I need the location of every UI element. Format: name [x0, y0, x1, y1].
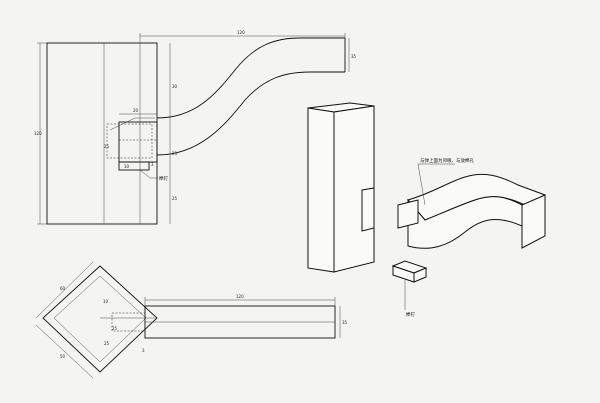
dim-line-diag-lower: [35, 324, 94, 379]
diamond-inner: [53, 275, 147, 363]
peg-leader: [139, 169, 158, 179]
post-mortise: [361, 187, 375, 232]
joint-chamfer: [109, 117, 155, 131]
dim-diag-lower: 50: [60, 354, 66, 359]
post-outline: [46, 42, 158, 225]
dim-diag-upper: 60: [60, 286, 66, 291]
arm-tenon: [397, 199, 419, 229]
dim-center-small: 25: [172, 151, 178, 156]
front-view: 120 35 120 30 25 25 20 25 10 3 榫钉: [34, 30, 357, 225]
isometric-view: 与弹上面为卯眼、与放榫孔 榫钉: [307, 102, 547, 318]
curved-arm-lower-edge: [156, 71, 345, 156]
peg-side: [413, 267, 427, 283]
post-left-face: [307, 107, 335, 273]
dim-line-diag-upper: [35, 261, 94, 319]
dim-joint-lower: 25: [104, 144, 110, 149]
isometric-peg-label: 榫钉: [406, 311, 415, 318]
joint-box: [118, 121, 158, 163]
isometric-callout: 与弹上面为卯眼、与放榫孔: [420, 157, 474, 164]
dim-mid-upper: 30: [172, 84, 178, 89]
callout-leader: [417, 163, 455, 206]
dim-joint-width: 20: [133, 108, 139, 113]
dim-left-total: 120: [34, 131, 42, 136]
dim-mid-lower: 25: [172, 196, 178, 201]
top-view: 120 35 60 50 25 10 3 25: [35, 261, 348, 379]
dim-height: 35: [342, 320, 348, 325]
dim-top-width: 120: [237, 30, 245, 35]
dim-joint-small: 3: [151, 162, 154, 167]
hidden-tenon-top: [111, 312, 146, 332]
dim-inner-b: 3: [142, 348, 145, 353]
hidden-tenon: [106, 123, 153, 159]
dim-inner-c: 25: [112, 326, 118, 331]
curved-arm-upper-edge: [156, 37, 345, 119]
peg-slot: [118, 161, 150, 171]
dim-joint-depth: 10: [124, 164, 130, 169]
dim-right-height: 35: [351, 54, 357, 59]
front-peg-label: 榫钉: [159, 175, 168, 182]
diamond-post: [42, 265, 158, 373]
dim-length: 120: [236, 294, 244, 299]
dim-angle: 25: [104, 341, 110, 346]
arm-end-face: [521, 194, 546, 249]
dim-inner-a: 10: [103, 299, 109, 304]
